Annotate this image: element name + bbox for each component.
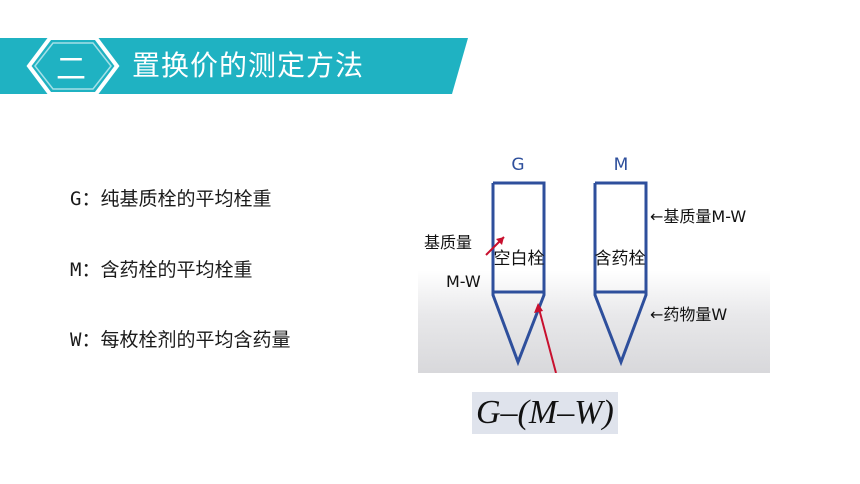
blank-suppository-outline (491, 181, 546, 367)
section-header-banner: 二 置换价的测定方法 (0, 38, 860, 94)
red-arrow-drug-head (534, 303, 543, 313)
drug-suppository-outline (593, 181, 648, 367)
definition-w: W：每枚栓剂的平均含药量 (70, 329, 291, 351)
formula: G–(M–W) (472, 392, 618, 434)
drug-suppository-label: 含药栓 (595, 249, 646, 269)
suppository-diagram: G M 空白栓 含药栓 基质量 M-W ←基质量M-W ←药物量W (418, 145, 770, 373)
right-drug-note: ←药物量W (650, 305, 727, 324)
right-base-note: ←基质量M-W (650, 207, 746, 226)
section-number-badge: 二 (56, 52, 86, 87)
red-arrow-base-head (496, 237, 504, 245)
banner-shape (0, 38, 468, 94)
definition-g: G：纯基质栓的平均栓重 (70, 188, 272, 210)
blank-suppository-label: 空白栓 (494, 249, 545, 269)
section-title: 置换价的测定方法 (132, 49, 365, 82)
left-base-note-formula: M-W (446, 272, 481, 291)
definition-m: M：含药栓的平均栓重 (70, 259, 253, 281)
red-arrow-drug (537, 304, 557, 373)
left-base-note: 基质量 (424, 233, 472, 252)
label-g: G (511, 155, 524, 175)
label-m: M (614, 155, 629, 175)
